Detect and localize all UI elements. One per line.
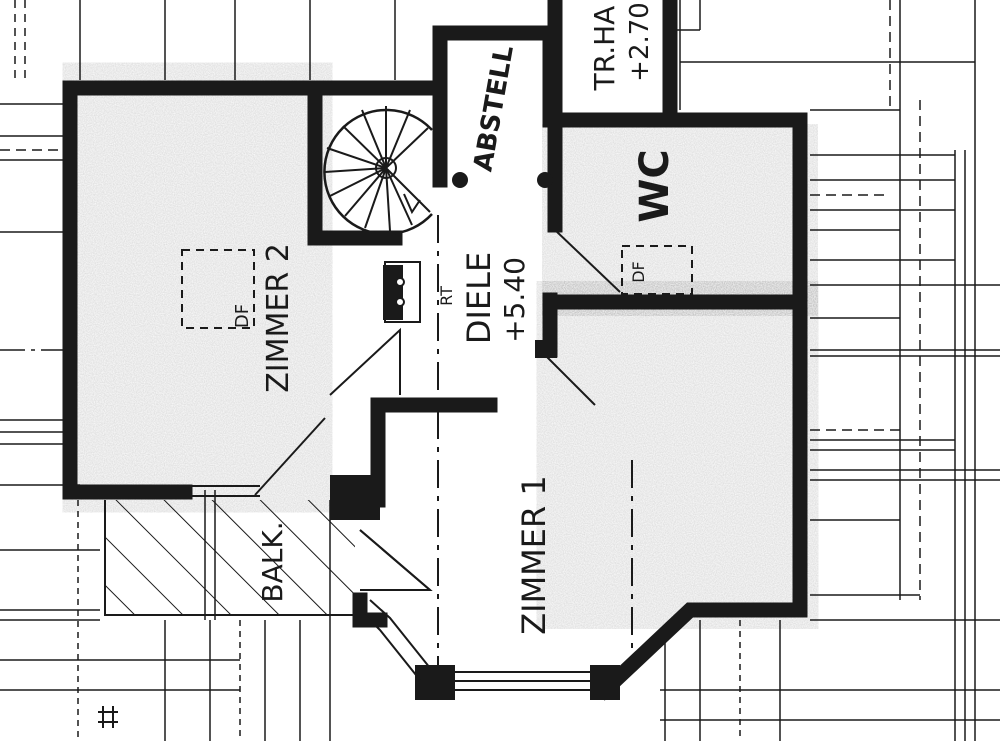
label-treppenhaus: TR.HA	[588, 6, 621, 92]
heating-symbol	[384, 261, 421, 323]
door-swings	[254, 229, 621, 591]
df-boxes	[181, 245, 693, 329]
balcony-area	[104, 490, 355, 620]
label-df-wc: DF	[629, 261, 648, 283]
label-diele: DIELE	[460, 252, 498, 344]
floor-speckle	[85, 100, 795, 600]
label-diele-level: +5.40	[498, 257, 531, 343]
dashed-axis-lines	[437, 215, 633, 670]
label-zimmer-1: ZIMMER 1	[515, 475, 553, 635]
label-treppenhaus-level: +2.70	[625, 2, 655, 82]
label-abstell: ABSTELL	[468, 43, 520, 174]
label-wc: WC	[632, 149, 678, 222]
grid-cross-symbol	[98, 706, 118, 728]
label-balkon: BALK.	[256, 521, 289, 602]
label-rt: RT	[437, 286, 456, 306]
label-df-zimmer-2: DF	[232, 304, 253, 328]
spiral-stair	[323, 106, 433, 236]
label-zimmer-2: ZIMMER 2	[261, 243, 296, 393]
windows	[185, 485, 590, 691]
walls	[62, 0, 808, 701]
